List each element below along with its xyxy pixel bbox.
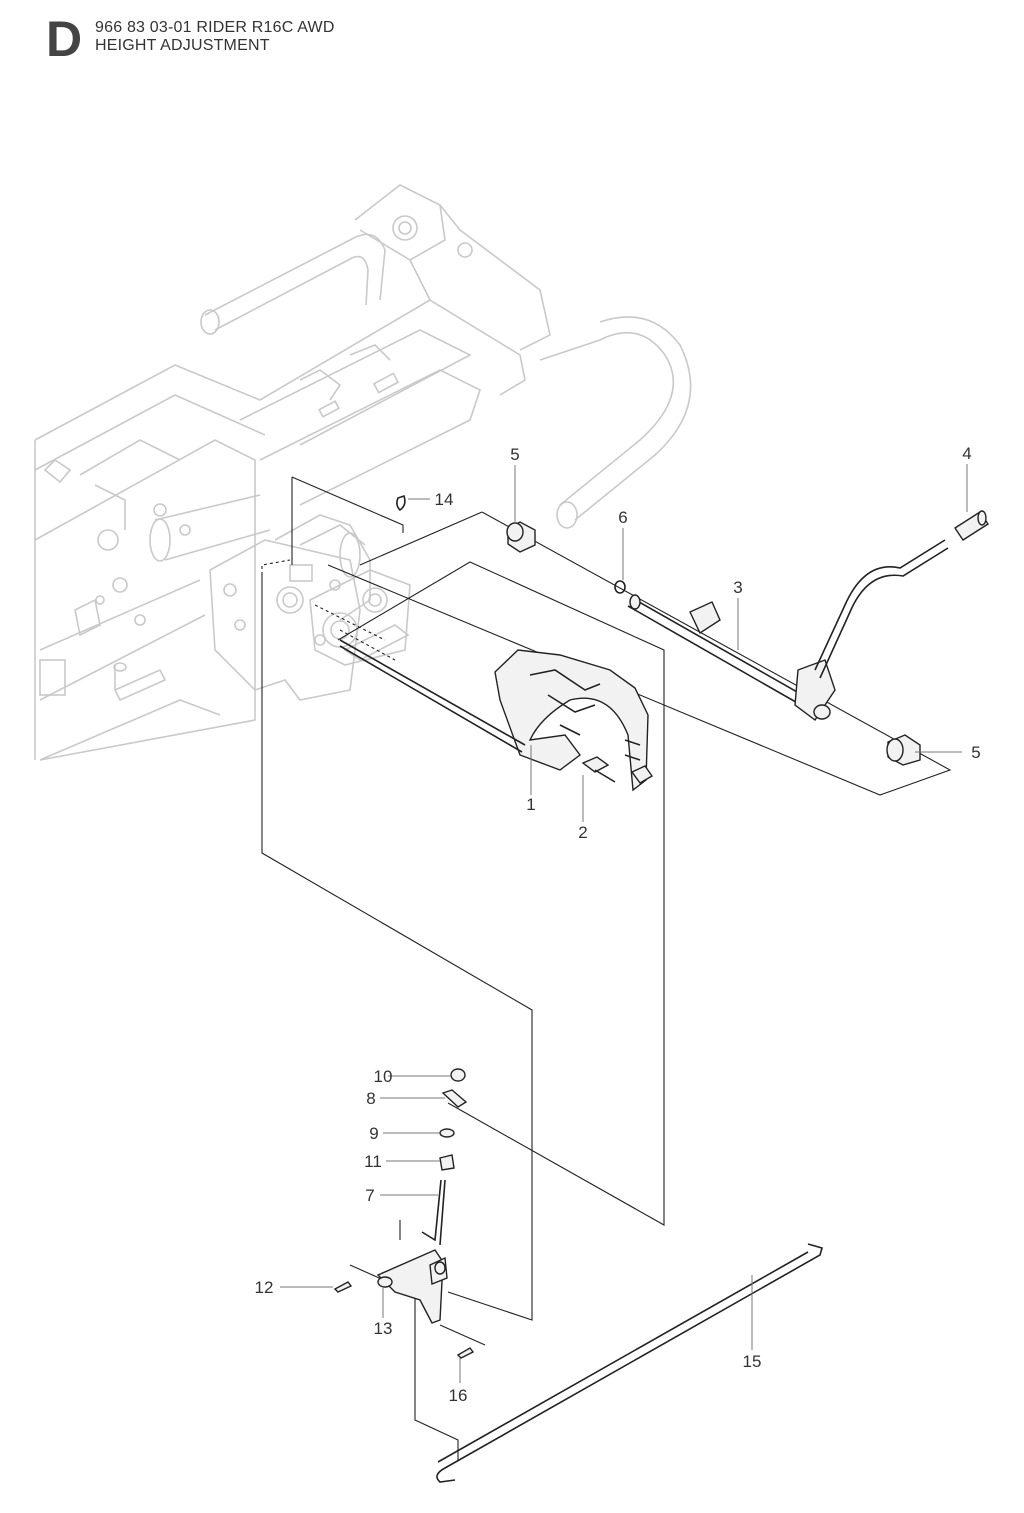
- clip-part: [396, 494, 626, 594]
- callout-2: 2: [578, 823, 587, 842]
- callout-16: 16: [449, 1386, 468, 1405]
- model-title: 966 83 03-01 RIDER R16C AWD: [95, 19, 335, 36]
- knob-part: [954, 510, 989, 541]
- callout-4: 4: [962, 444, 971, 463]
- section-letter: D: [46, 11, 83, 67]
- callout-3: 3: [733, 578, 742, 597]
- bolts-part: [581, 756, 654, 784]
- lower-linkage-part: [376, 1068, 468, 1324]
- callout-10: 10: [374, 1067, 393, 1086]
- assembly-guide-lines: [261, 476, 952, 1460]
- callout-13: 13: [374, 1319, 393, 1338]
- section-title: HEIGHT ADJUSTMENT: [95, 37, 270, 54]
- callout-8: 8: [366, 1089, 375, 1108]
- lever-shaft-part: [627, 539, 949, 722]
- callout-15: 15: [743, 1352, 762, 1371]
- callout-leaders: [280, 464, 968, 1383]
- callout-5b: 5: [971, 743, 980, 762]
- rod-part: [436, 1243, 823, 1483]
- cotter-pin-part: [333, 1281, 475, 1359]
- callout-12: 12: [255, 1278, 274, 1297]
- callout-labels: 1 2 3 4 5 5 6 7 8 9 10 11 12 13 14 15 16: [255, 444, 981, 1405]
- callout-5a: 5: [510, 445, 519, 464]
- callout-6: 6: [618, 508, 627, 527]
- callout-7: 7: [365, 1186, 374, 1205]
- sector-plate-part: [339, 639, 649, 792]
- callout-11: 11: [364, 1152, 382, 1171]
- callout-14: 14: [435, 490, 454, 509]
- page-header: D 966 83 03-01 RIDER R16C AWD HEIGHT ADJ…: [0, 0, 1024, 70]
- callout-9: 9: [369, 1124, 378, 1143]
- callout-1: 1: [526, 795, 535, 814]
- chassis-frame-ghost: [34, 184, 692, 761]
